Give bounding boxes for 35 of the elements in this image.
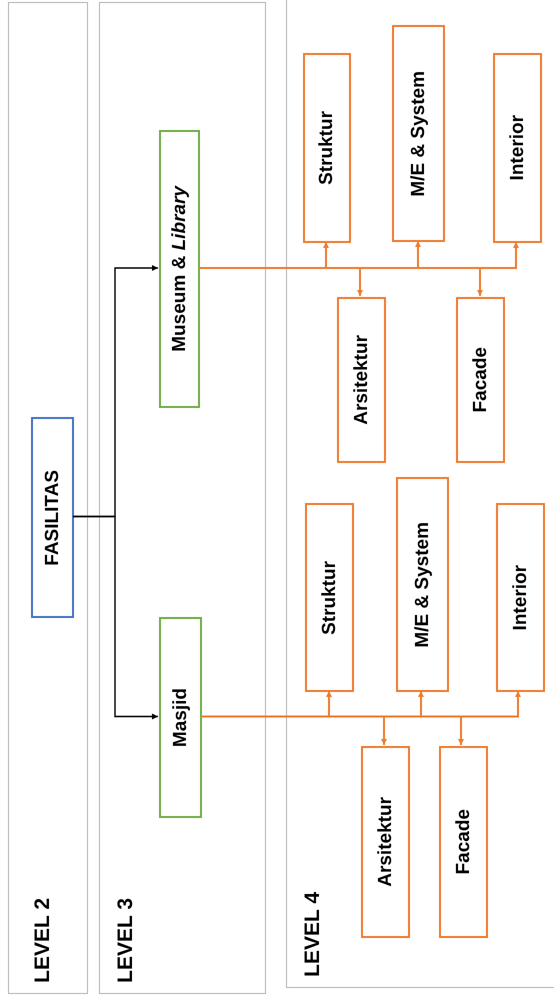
lane-title: LEVEL 2 [31, 898, 55, 983]
arrow [73, 516, 158, 720]
node-label: M/E & System [408, 70, 430, 196]
arrow [199, 267, 483, 296]
process-box [305, 503, 354, 692]
level-lane [286, 0, 554, 988]
lane-title: LEVEL 4 [301, 892, 325, 977]
node-label: Arsitektur [374, 797, 396, 887]
process-box [496, 503, 545, 692]
process-box [31, 417, 74, 618]
node-label: Facade [452, 809, 474, 875]
process-box [396, 477, 449, 692]
node-label: M/E & System [412, 522, 434, 648]
process-box [159, 617, 202, 818]
arrow [201, 716, 464, 745]
level-lane [8, 2, 88, 994]
node-label: Masjid [170, 688, 192, 748]
process-box [303, 53, 351, 243]
node-label: Arsitektur [350, 335, 372, 425]
level-lane [99, 2, 266, 994]
node-label: Interior [506, 115, 528, 181]
process-box [159, 130, 200, 408]
process-box [493, 53, 542, 243]
node-label: Struktur [316, 111, 338, 185]
process-box [337, 297, 386, 463]
process-box [361, 746, 410, 938]
lane-title: LEVEL 3 [114, 898, 138, 983]
process-box [392, 25, 445, 242]
node-label: Struktur [318, 560, 340, 634]
node-label: Interior [510, 564, 532, 630]
node-label: Facade [470, 347, 492, 413]
process-box [456, 297, 505, 463]
process-box [439, 746, 488, 938]
node-label: Museum & Library [168, 186, 190, 352]
node-label: FASILITAS [42, 470, 64, 566]
